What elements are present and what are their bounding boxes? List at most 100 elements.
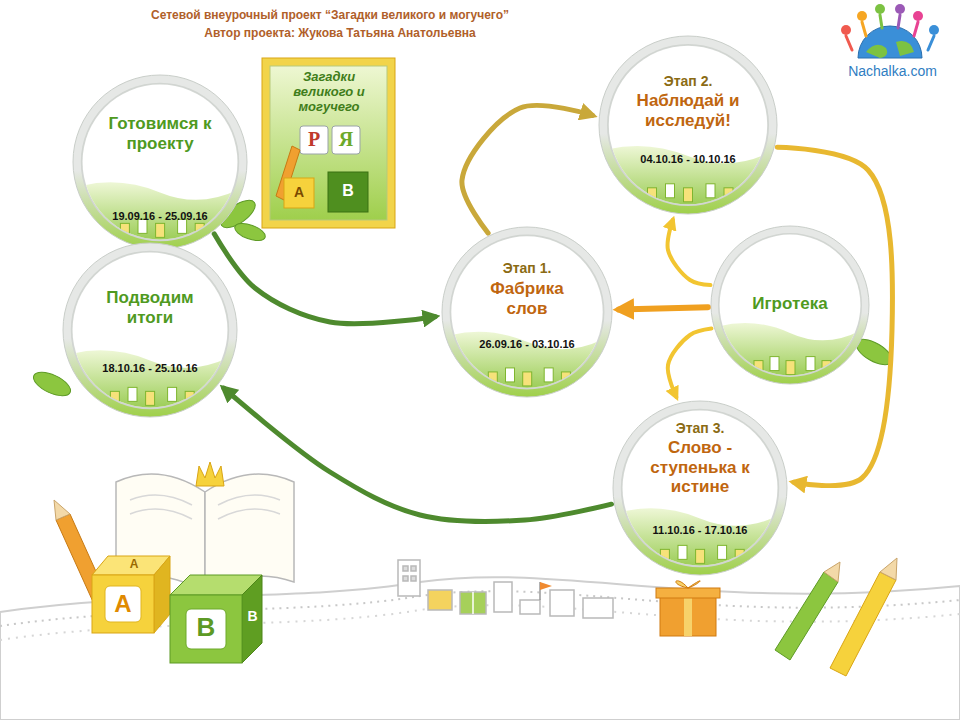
meadow [62,350,238,418]
letter-cube [170,595,242,663]
gift-box [684,596,692,636]
cube-letter: В [186,613,226,643]
cover-letter: Р [300,128,328,151]
stage-circle: Подводим итоги 18.10.16 - 25.10.16 [62,242,238,418]
stage-title: Наблюдай и исследуй! [623,91,753,130]
meadow [62,350,238,418]
letter-cube [170,575,262,663]
letter-cube [92,575,154,633]
tiny-house [770,357,779,371]
stage-circle: Этап 3. Слово - ступенька к истине 11.10.1… [612,400,788,576]
town [472,592,474,614]
logo [841,4,939,58]
book-cover [284,178,314,208]
tiny-house [684,188,693,202]
stage-number: Этап 1. [467,260,587,276]
circle-outline [72,74,248,250]
book-cover [262,58,395,228]
logo [880,15,882,28]
cover-title: Загадки великого и могучего [274,70,384,115]
meadow [598,146,778,215]
logo [862,22,866,36]
pencils [775,572,838,660]
tiny-house [128,387,137,401]
meadow [441,332,613,398]
circle-ring [599,36,777,214]
tiny-house [168,387,177,401]
pencils [830,572,896,676]
tiny-house [544,368,553,382]
flow-arrow [668,329,712,397]
logo [841,25,851,35]
stage-number: Этап 3. [640,420,760,436]
pencils [824,562,840,582]
date-range: 11.10.16 - 17.10.16 [625,524,775,537]
letter-cube [242,575,262,663]
tiny-house [678,545,687,559]
meadow [598,146,778,215]
tiny-house [806,357,815,371]
tiny-house [523,372,532,386]
town [494,582,512,612]
diagram-title: Сетевой внеурочный проект “Загадки велик… [100,9,560,23]
logo [898,15,900,28]
stage-title: Подводим итоги [90,288,210,327]
tiny-house [156,223,165,237]
pencils [775,558,897,676]
stage-circle: Игротека [710,225,870,385]
logo [929,25,939,35]
stage-title: Фабрика слов [475,279,580,318]
tiny-house [120,223,129,237]
town [398,560,613,618]
meadow [72,182,248,250]
tiny-house [506,368,515,382]
date-range: 18.10.16 - 25.10.16 [75,362,225,375]
town [550,590,574,616]
tiny-house [488,372,497,386]
meadow [72,182,248,250]
author-line: Автор проекта: Жукова Татьяна Анатольевн… [170,27,510,41]
town [411,576,416,581]
stage-number: Этап 2. [628,73,748,89]
cube-letter: В [243,608,262,624]
tiny-house [718,545,727,559]
town [460,592,486,614]
cube-letter: В [328,182,368,200]
gift-box [656,581,720,636]
tiny-house [660,549,669,563]
town [540,582,552,590]
tiny-house [185,391,194,405]
cube-letter: А [284,184,314,200]
flow-arrow [668,220,711,285]
stage-title: Игротека [725,294,855,314]
letter-cube [92,556,170,633]
logo [858,26,922,58]
meadow [710,323,870,385]
logo [913,11,923,21]
meadow [612,508,788,576]
tiny-house [561,372,570,386]
pencil [54,500,70,520]
leaf [30,367,74,400]
logo [895,4,905,14]
logo [914,22,918,36]
stage-circle: Этап 2. Наблюдай и исследуй! 04.10.16 - 10… [598,35,778,215]
flow-arrow [224,388,612,521]
tiny-house [754,361,763,375]
town [403,566,408,571]
date-range: 04.10.16 - 10.10.16 [613,153,763,166]
tiny-house [110,391,119,405]
logo [875,4,885,14]
meadow [612,508,788,576]
town [398,560,420,596]
cube-letter: А [119,558,149,572]
stage-title: Слово - ступенька к истине [635,438,765,497]
town [403,576,408,581]
tiny-house [735,549,744,563]
circle-outline [62,242,238,418]
pencils [880,558,897,580]
tiny-house [724,188,733,202]
gift-box [676,581,700,588]
tiny-house [706,184,715,198]
